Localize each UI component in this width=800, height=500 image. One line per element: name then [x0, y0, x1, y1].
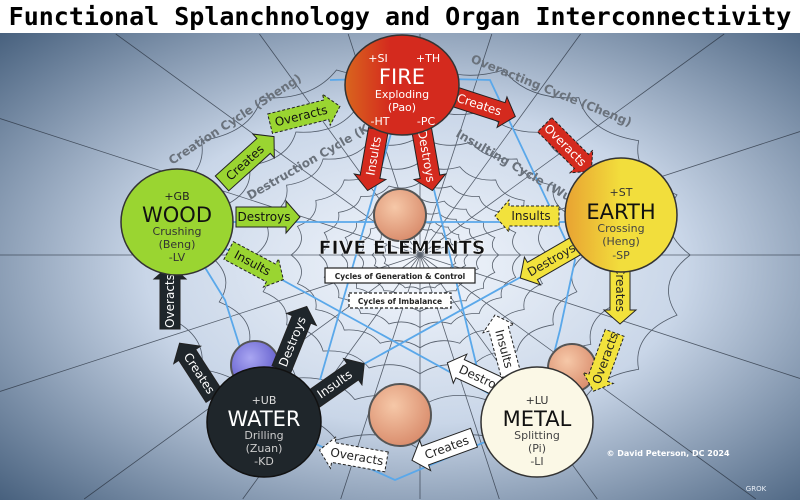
arrow-earth-insults: Insults: [494, 198, 560, 234]
web-strand: [419, 254, 800, 379]
metal-name: METAL: [503, 407, 572, 431]
arrow-earth-creates: Creates: [602, 261, 638, 325]
fire-minus1: -HT: [371, 115, 390, 128]
fire-name: FIRE: [379, 65, 425, 89]
arrow-shape: [235, 199, 301, 235]
earth-pinyin: (Heng): [602, 235, 640, 248]
arrow-shape: [411, 427, 479, 472]
arrow-shape: [223, 240, 284, 289]
legend-solid-label: Cycles of Generation & Control: [335, 272, 465, 281]
arrow-label: Insults: [363, 135, 384, 176]
fire-plus1: +SI: [368, 52, 387, 65]
five-elements-heading: FIVE ELEMENTS: [319, 237, 486, 259]
element-metal[interactable]: +LU METAL Splitting (Pi) -LI: [480, 366, 594, 478]
page-title: Functional Splanchnology and Organ Inter…: [0, 0, 800, 33]
element-earth[interactable]: +ST EARTH Crossing (Heng) -SP: [564, 157, 678, 273]
fire-plus2: +TH: [416, 52, 440, 65]
wood-minus1: -LV: [169, 251, 186, 264]
metal-pinyin: (Pi): [528, 442, 546, 455]
wood-name: WOOD: [142, 203, 212, 227]
wood-plus1: +GB: [164, 190, 189, 203]
water-minus1: -KD: [254, 455, 274, 468]
arrow-shape: [519, 236, 582, 286]
arrow-shape: [353, 127, 389, 192]
center-sphere: [373, 188, 427, 242]
water-name: WATER: [227, 407, 300, 431]
fire-pinyin: (Pao): [388, 101, 416, 114]
fire-minus2: -PC: [417, 115, 436, 128]
arrow-label: Creates: [613, 266, 627, 312]
legend-solid-box: [324, 267, 476, 284]
arrow-water-overacts: Overacts: [152, 264, 188, 330]
earth-name: EARTH: [586, 200, 655, 224]
arrow-fire-insults: Insults: [353, 127, 389, 192]
legend-dashed-box: [348, 292, 452, 309]
element-fire[interactable]: +SI +TH FIRE Exploding (Pao) -HT -PC: [344, 34, 460, 136]
metal-minus1: -LI: [530, 455, 543, 468]
grok-watermark: GROK: [746, 485, 767, 493]
metal-plus1: +LU: [526, 394, 549, 407]
arrow-shape: [214, 133, 275, 192]
arrow-shape: [318, 435, 389, 473]
web-ring: [290, 161, 550, 349]
copyright: © David Peterson, DC 2024: [606, 449, 730, 458]
web-ring: [340, 197, 499, 313]
arrow-shape: [446, 85, 516, 129]
water-plus1: +UB: [252, 394, 277, 407]
arrow-shape: [494, 198, 560, 234]
arrow-shape: [536, 116, 594, 174]
arrow-shape: [481, 314, 522, 379]
water-action: Drilling: [244, 429, 283, 442]
water-pinyin: (Zuan): [246, 442, 283, 455]
wood-action: Crushing: [153, 225, 202, 238]
arrow-shape: [411, 127, 447, 192]
earth-plus1: +ST: [610, 186, 633, 199]
arrow-shape: [271, 305, 318, 374]
arrow-label: Destroys: [238, 210, 291, 224]
arrow-metal-overacts: Overacts: [318, 435, 389, 473]
element-wood[interactable]: +GB WOOD Crushing (Beng) -LV: [120, 168, 234, 276]
five-elements-diagram: Creation Cycle (Sheng) Destruction Cycle…: [0, 33, 800, 500]
earth-action: Crossing: [597, 222, 644, 235]
arrow-shape: [305, 357, 365, 410]
metal-action: Splitting: [514, 429, 560, 442]
web-ring: [357, 210, 482, 300]
arrow-label: Insults: [511, 209, 550, 223]
arrow-wood-destroys: Destroys: [235, 199, 301, 235]
earth-minus1: -SP: [612, 249, 630, 262]
arrow-shape: [582, 328, 625, 392]
bottom-sphere: [368, 383, 432, 447]
arrow-fire-destroys: Destroys: [411, 127, 447, 192]
fire-action: Exploding: [375, 88, 429, 101]
wood-pinyin: (Beng): [159, 238, 196, 251]
web-ring: [318, 182, 521, 328]
arrow-shape: [172, 342, 224, 403]
element-water[interactable]: +UB WATER Drilling (Zuan) -KD: [206, 366, 322, 478]
arrow-metal-insults: Insults: [481, 314, 522, 379]
web-strand: [419, 33, 493, 256]
arrow-shape: [267, 92, 341, 135]
arrow-label: Overacts: [163, 274, 177, 328]
legend-dashed-label: Cycles of Imbalance: [358, 297, 442, 306]
